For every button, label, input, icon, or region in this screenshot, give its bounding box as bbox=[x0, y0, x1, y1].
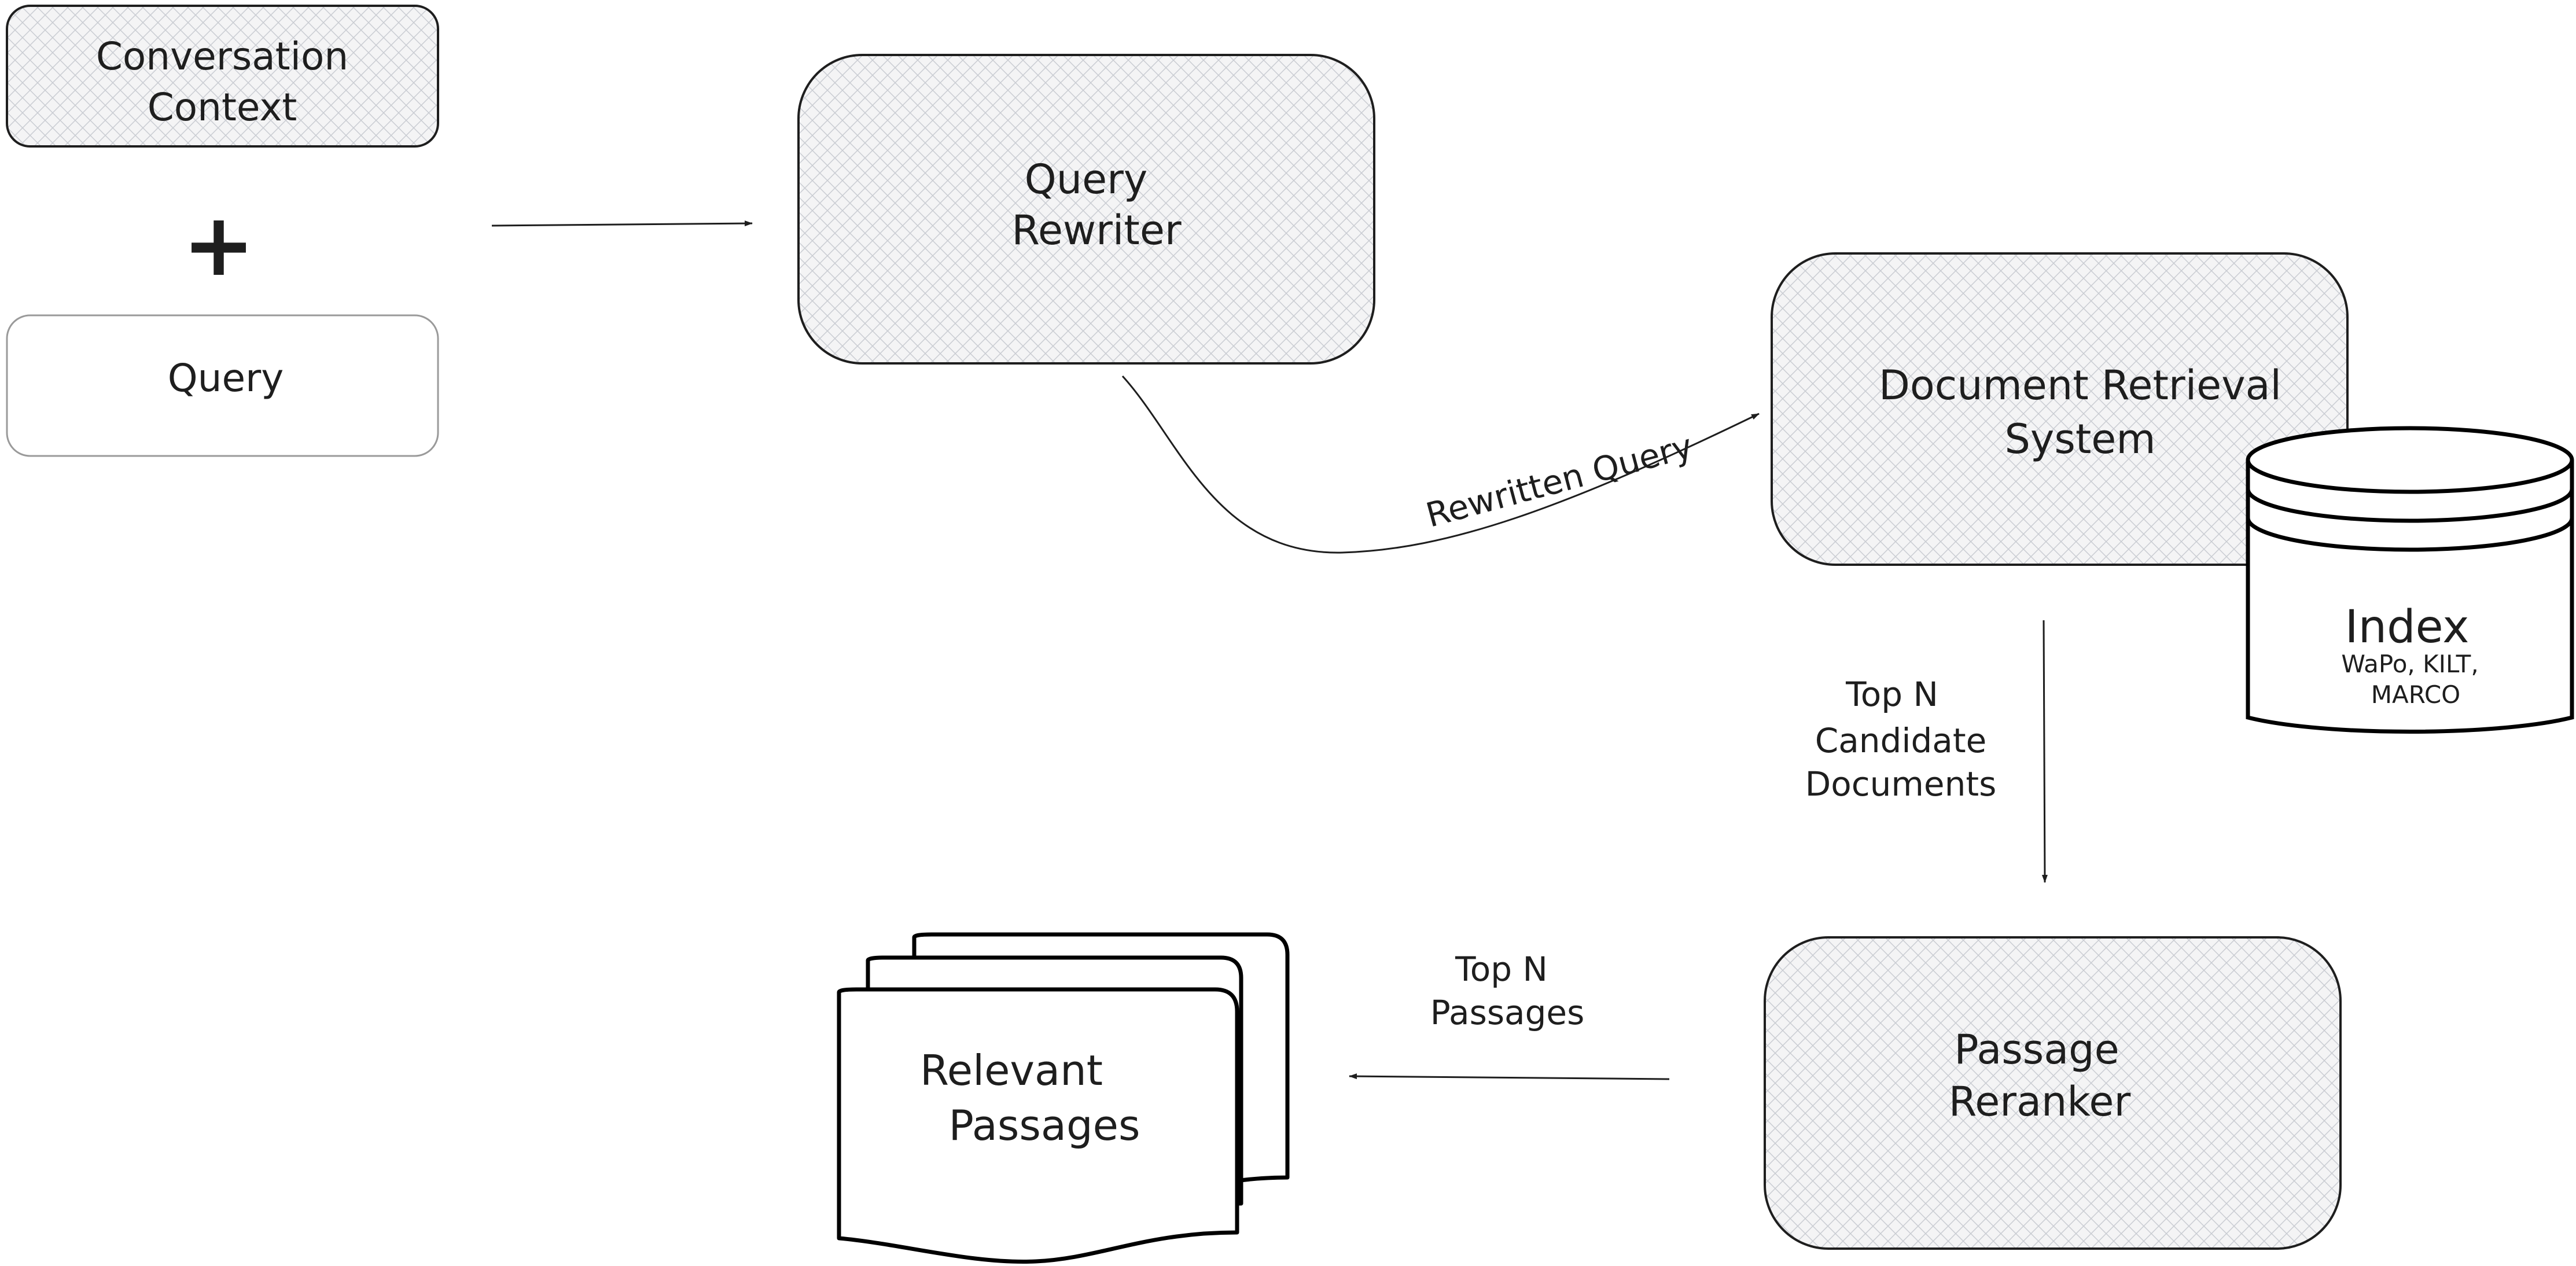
plus-icon: + bbox=[182, 195, 255, 296]
index-line2: MARCO bbox=[2371, 680, 2460, 709]
rewritten-query-arrow bbox=[1121, 375, 1760, 554]
document-retrieval-line1: Document Retrieval bbox=[1879, 362, 2281, 409]
index-line1: WaPo, KILT, bbox=[2341, 650, 2478, 678]
input-to-rewriter-arrow bbox=[491, 220, 753, 227]
relevant-passages-line2: Passages bbox=[949, 1101, 1140, 1150]
candidate-docs-line2: Candidate bbox=[1815, 721, 1987, 760]
relevant-passages-line1: Relevant bbox=[920, 1046, 1103, 1095]
relevant-passages-icon: Relevant Passages bbox=[837, 932, 1290, 1264]
document-retrieval-line2: System bbox=[2004, 415, 2155, 463]
index-title: Index bbox=[2345, 601, 2470, 653]
reranker-to-passages-arrow bbox=[1349, 1073, 1670, 1080]
query-label: Query bbox=[168, 356, 284, 400]
candidate-docs-line1: Top N bbox=[1845, 675, 1938, 714]
index-database-icon: Index WaPo, KILT, MARCO bbox=[2246, 426, 2574, 734]
passage-reranker-node: Passage Reranker bbox=[1764, 936, 2342, 1250]
retrieval-to-reranker-arrow bbox=[2041, 620, 2048, 883]
passage-reranker-line1: Passage bbox=[1954, 1026, 2119, 1073]
query-rewriter-line1: Query bbox=[1025, 156, 1148, 203]
conversation-context-line1: Conversation bbox=[96, 34, 348, 79]
query-node: Query bbox=[6, 314, 439, 457]
rewritten-query-label: Rewritten Query bbox=[1422, 426, 1697, 535]
candidate-docs-line3: Documents bbox=[1805, 764, 1997, 804]
top-passages-label: Top N Passages bbox=[1430, 949, 1585, 1032]
query-rewriter-line2: Rewriter bbox=[1011, 207, 1182, 254]
top-passages-line2: Passages bbox=[1430, 993, 1585, 1032]
document-retrieval-node: Document Retrieval System bbox=[1771, 252, 2349, 566]
query-rewriter-node: Query Rewriter bbox=[797, 54, 1375, 365]
conversation-context-line2: Context bbox=[148, 85, 297, 130]
passage-reranker-line2: Reranker bbox=[1949, 1078, 2131, 1125]
top-passages-line1: Top N bbox=[1455, 949, 1548, 989]
candidate-documents-label: Top N Candidate Documents bbox=[1805, 675, 1997, 804]
conversation-context-node: Conversation Context bbox=[6, 5, 439, 148]
